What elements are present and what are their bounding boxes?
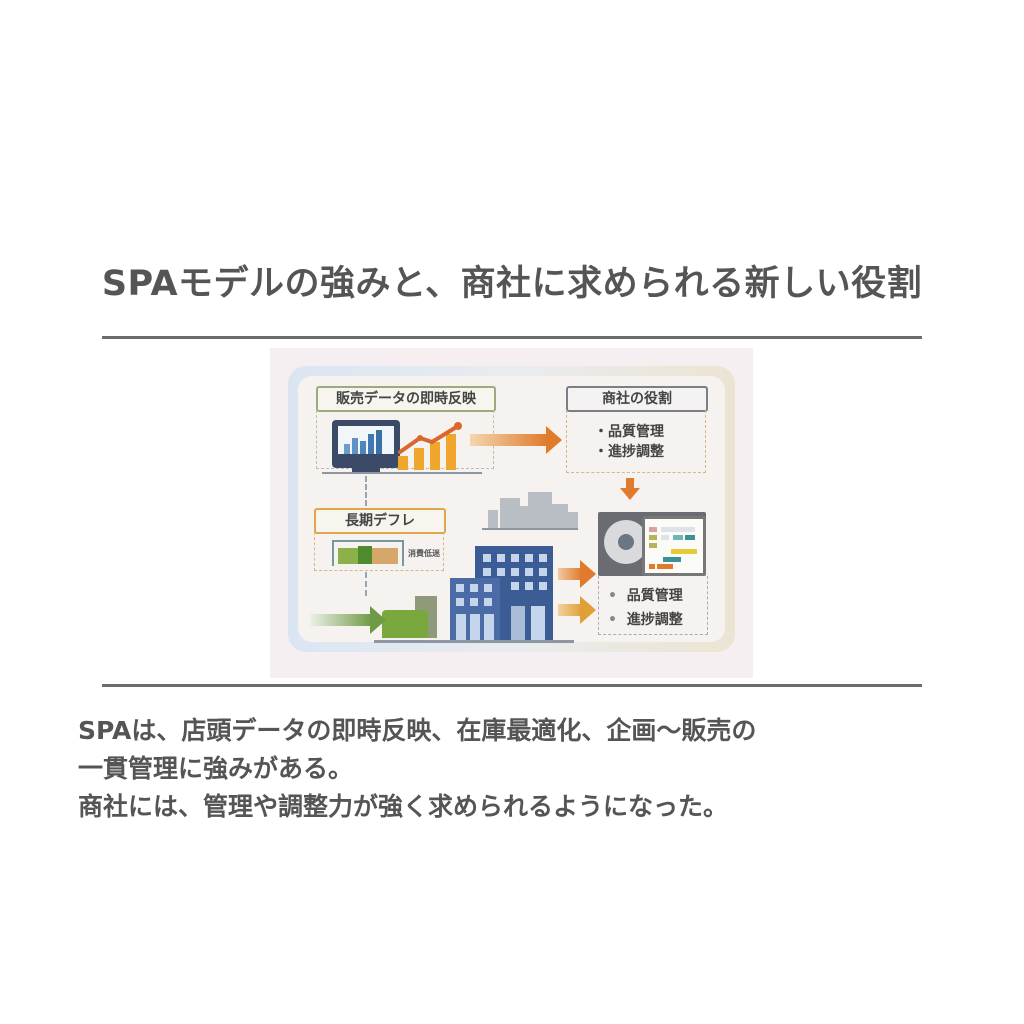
arrow-right-icon [470, 426, 562, 454]
monitor-icon [332, 420, 400, 468]
body-paragraph: SPAは、店頭データの即時反映、在庫最適化、企画〜販売の 一貫管理に強みがある。… [78, 716, 757, 821]
arrow-right-icon-2 [558, 560, 596, 588]
trading-role-label: 商社の役割 [566, 386, 708, 412]
page-title: SPAモデルの強みと、商社に求められる新しい役割 [101, 264, 923, 304]
factory-icon [382, 610, 428, 638]
deflation-label: 長期デフレ [314, 508, 446, 534]
divider-top [102, 336, 922, 339]
bottom-role-list: • 品質管理 • 進捗調整 [608, 588, 683, 628]
clipboard-icon [642, 516, 706, 576]
arrow-down-icon [626, 478, 634, 488]
trading-role-list: ・品質管理 ・進捗調整 [594, 424, 664, 460]
sales-data-label: 販売データの即時反映 [316, 386, 496, 412]
illustration: 販売データの即時反映 商社の役割 ・品質管理 ・進捗調整 長期デフレ [270, 348, 753, 678]
consumption-note: 消費低迷 [408, 549, 440, 558]
warehouse-icon [332, 540, 404, 566]
arrow-right-green-icon [310, 606, 386, 634]
divider-bottom [102, 684, 922, 687]
arrow-right-icon-3 [558, 596, 596, 624]
